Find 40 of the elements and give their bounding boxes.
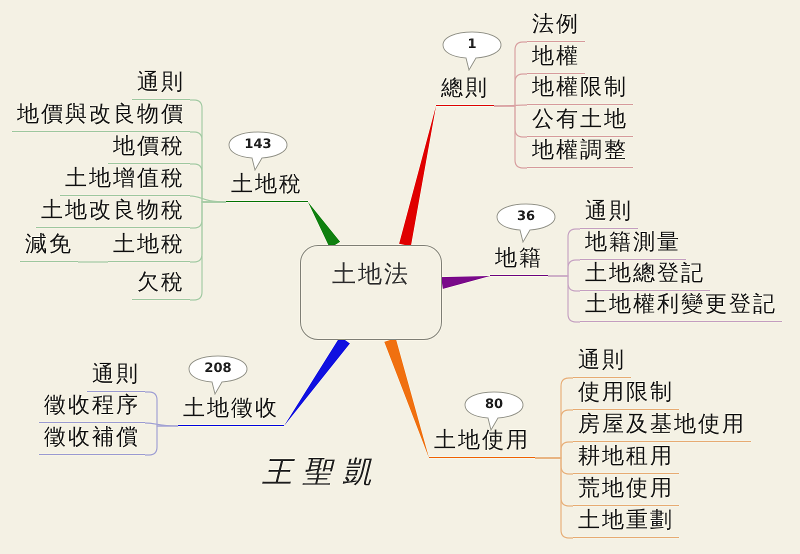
speech-bubble: 143: [228, 131, 288, 171]
speech-bubble: 208: [188, 355, 248, 395]
topic-label: 土地稅: [226, 170, 308, 202]
subtopic-label: 通則: [132, 68, 190, 100]
subtopic-label: 土地重劃: [573, 506, 679, 538]
subtopic-label: 地價與改良物價: [12, 100, 190, 132]
subtopic-label: 土地改良物稅: [36, 196, 190, 228]
branch-wedge: [399, 106, 436, 246]
branch-wedge: [441, 276, 490, 289]
handwritten-signature: 王聖凱: [262, 454, 382, 492]
subtopic-label: 通則: [580, 197, 638, 229]
subtopic-label: 荒地使用: [573, 474, 679, 506]
speech-bubble: 36: [496, 203, 556, 243]
subtopic-label: 土地增值稅: [60, 164, 190, 196]
subtopic-label: 減免: [20, 230, 78, 262]
subtopic-label: 地權: [527, 42, 585, 74]
subtopic-label: 公有土地: [527, 105, 633, 137]
subtopic-label: 地權調整: [527, 136, 633, 168]
topic-label: 土地徵收: [178, 394, 284, 426]
subtopic-label: 耕地租用: [573, 442, 679, 474]
subtopic-label: 徵收程序: [39, 391, 145, 423]
subtopic-label: 地價稅: [108, 132, 190, 164]
topic-label: 地籍: [490, 244, 548, 276]
subtopic-label: 通則: [573, 346, 631, 378]
subtopic-label: 使用限制: [573, 378, 679, 410]
central-topic-box: 土地法: [300, 245, 442, 340]
subtopic-label: 土地稅: [108, 230, 190, 262]
subtopic-label: 欠稅: [132, 268, 190, 300]
subtopic-label: 房屋及基地使用: [573, 410, 751, 442]
subtopic-label: 徵收補償: [39, 423, 145, 455]
subtopic-label: 地權限制: [527, 73, 633, 105]
branch-wedge: [384, 338, 429, 458]
subtopic-label: 通則: [87, 360, 145, 392]
topic-label: 總則: [436, 74, 494, 106]
speech-bubble: 1: [442, 31, 502, 71]
subtopic-label: 地籍測量: [580, 228, 686, 260]
subtopic-label: 土地權利變更登記: [580, 290, 782, 322]
subtopic-label: 法例: [527, 10, 585, 42]
subtopic-label: 土地總登記: [580, 259, 710, 291]
branch-line: [78, 261, 108, 263]
